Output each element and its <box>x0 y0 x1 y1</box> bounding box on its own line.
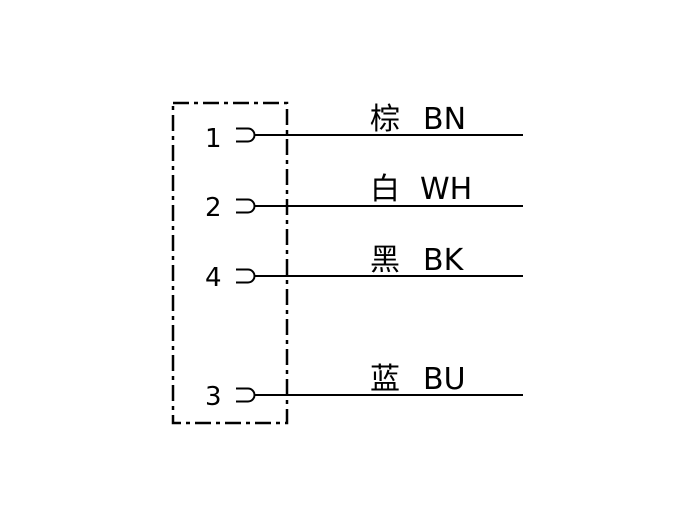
socket-contact-icon <box>236 198 256 214</box>
pin-row-4: 4 黑 BK <box>205 243 523 293</box>
pin-number-2: 2 <box>205 193 222 223</box>
socket-contact-icon <box>236 387 256 403</box>
pin-row-2: 2 白 WH <box>205 172 523 223</box>
wire-color-code-1: BN <box>423 102 466 137</box>
wire-color-cn-2: 白 <box>370 172 400 207</box>
socket-contact-icon <box>236 268 256 284</box>
wire-color-cn-4: 黑 <box>370 243 400 278</box>
pin-number-1: 1 <box>205 124 222 154</box>
pin-row-3: 3 蓝 BU <box>205 362 523 412</box>
pin-row-1: 1 棕 BN <box>205 102 523 154</box>
wire-color-code-4: BK <box>423 243 465 278</box>
pin-number-4: 4 <box>205 263 222 293</box>
wire-color-cn-3: 蓝 <box>370 362 400 397</box>
wire-color-cn-1: 棕 <box>370 102 400 137</box>
wire-color-code-2: WH <box>420 172 472 207</box>
socket-contact-icon <box>236 127 256 143</box>
wire-color-code-3: BU <box>423 362 466 397</box>
connector-housing <box>171 101 289 425</box>
pin-number-3: 3 <box>205 382 222 412</box>
